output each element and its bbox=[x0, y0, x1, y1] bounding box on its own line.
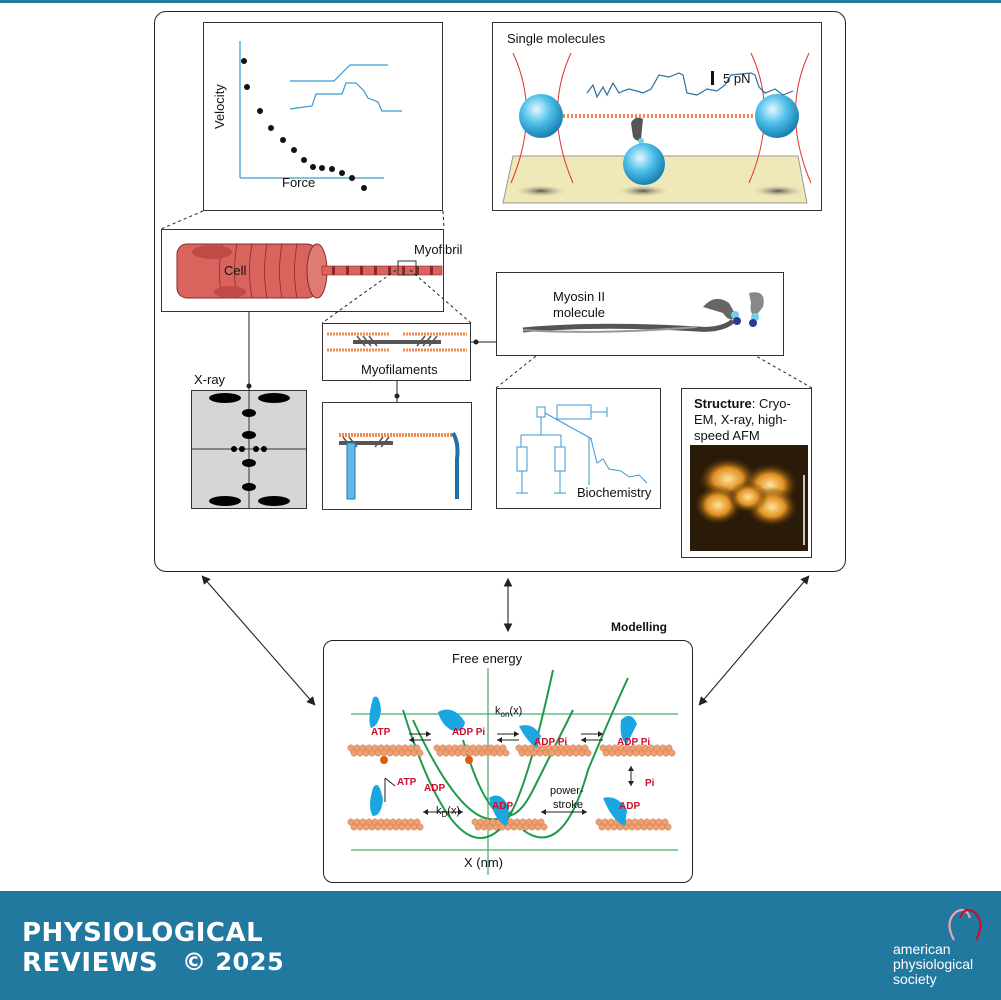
x-axis-label: X (nm) bbox=[464, 855, 503, 870]
adp-label-3: ADP bbox=[619, 801, 641, 812]
myosin-panel: Myosin II molecule bbox=[496, 272, 784, 356]
force-velocity-data-points bbox=[241, 58, 367, 191]
xray-label: X-ray bbox=[194, 372, 226, 387]
actin-monomer bbox=[664, 823, 672, 831]
actin-monomer bbox=[584, 749, 592, 757]
atp-label-2: ATP bbox=[397, 777, 417, 788]
actin-monomer bbox=[540, 823, 548, 831]
cell-panel: Cell Myofibril bbox=[161, 229, 462, 312]
structure-caption-line1: : Cryo- bbox=[751, 396, 791, 411]
afm-image bbox=[690, 445, 808, 551]
actin-monomer bbox=[581, 744, 589, 752]
adp-pi-label-2: ADP Pi bbox=[534, 737, 568, 748]
society-name-line3: society bbox=[893, 971, 937, 987]
top-rule bbox=[0, 0, 1001, 3]
adp-pi-label-3: ADP Pi bbox=[617, 737, 651, 748]
actin-monomer bbox=[413, 818, 421, 826]
velocity-axis-label: Velocity bbox=[212, 84, 227, 129]
actin-monomer bbox=[413, 744, 421, 752]
force-velocity-plot bbox=[239, 41, 402, 191]
myofilaments-panel: Myofilaments bbox=[322, 323, 471, 381]
pi-label: Pi bbox=[645, 778, 655, 789]
kon-label: kon(x) bbox=[495, 705, 523, 720]
optical-trap-diagram bbox=[502, 52, 812, 204]
kd-label: kD(x) bbox=[436, 805, 461, 820]
force-axis-label: Force bbox=[282, 175, 316, 190]
force-velocity-panel: Force Velocity bbox=[203, 22, 443, 211]
actin-filaments-upper bbox=[347, 744, 676, 757]
force-trace bbox=[586, 72, 794, 99]
free-energy-axis-label: Free energy bbox=[452, 651, 523, 666]
actin-monomer bbox=[499, 744, 507, 752]
structure-caption-line2: EM, X-ray, high- bbox=[694, 412, 787, 427]
society-name-line2: physiological bbox=[893, 956, 974, 972]
society-name: american physiological society bbox=[893, 942, 973, 987]
force-scale-label: 5 pN bbox=[723, 71, 751, 86]
actin-monomer bbox=[668, 749, 676, 757]
myosin-label-line1: Myosin II bbox=[553, 289, 606, 304]
xray-diffraction-pattern bbox=[192, 391, 306, 508]
actin-monomer bbox=[537, 818, 545, 826]
structure-caption-line3: speed AFM bbox=[694, 428, 760, 443]
atp-label-1: ATP bbox=[371, 727, 391, 738]
xray-panel bbox=[191, 390, 307, 509]
biochemistry-panel: Biochemistry bbox=[496, 388, 661, 509]
structure-heading: Structure bbox=[694, 396, 752, 411]
single-molecules-panel: Single molecules 5 pN bbox=[492, 22, 822, 211]
myofibril-label: Myofibril bbox=[414, 242, 463, 257]
biochemistry-label: Biochemistry bbox=[577, 485, 652, 500]
myosin-label-line2: molecule bbox=[553, 305, 606, 320]
society-name-line1: american bbox=[893, 941, 951, 957]
myosin-heads bbox=[369, 696, 637, 826]
actin-monomer bbox=[661, 818, 669, 826]
adp-label-2: ADP bbox=[492, 801, 514, 812]
powerstroke-label-line2: stroke bbox=[553, 799, 583, 811]
cell-label: Cell bbox=[224, 263, 247, 278]
trapped-bead-left bbox=[519, 94, 563, 138]
trapped-bead-right bbox=[755, 94, 799, 138]
myofilaments-label: Myofilaments bbox=[361, 362, 438, 377]
structure-panel: Structure: Cryo- EM, X-ray, high- speed … bbox=[681, 388, 812, 558]
copyright-text: © 2025 bbox=[182, 948, 285, 976]
muscle-cell-illustration bbox=[176, 243, 443, 299]
actin-monomer bbox=[665, 744, 673, 752]
powerstroke-label-line1: power- bbox=[550, 785, 584, 797]
fiber-mechanics-panel bbox=[322, 402, 472, 510]
structure-caption: Structure: Cryo- EM, X-ray, high- speed … bbox=[694, 396, 791, 444]
actin-monomer bbox=[416, 749, 424, 757]
stopped-flow-illustration bbox=[516, 404, 648, 494]
actin-monomer bbox=[416, 823, 424, 831]
pedestal-bead bbox=[623, 143, 665, 185]
crossbridge-cycle-diagram bbox=[347, 668, 678, 875]
fiber-mechanics-illustration bbox=[339, 431, 460, 500]
aps-logo-icon bbox=[940, 902, 990, 946]
modelling-title: Modelling bbox=[611, 620, 667, 634]
actin-monomer bbox=[502, 749, 510, 757]
adp-pi-label-1: ADP Pi bbox=[452, 727, 486, 738]
journal-name-line2: REVIEWS bbox=[22, 948, 159, 978]
journal-name-line1: PHYSIOLOGICAL bbox=[22, 918, 264, 948]
free-energy-curves bbox=[402, 669, 629, 839]
journal-footer bbox=[0, 891, 1001, 1000]
myosin-molecule-illustration bbox=[522, 292, 764, 333]
single-molecules-title: Single molecules bbox=[507, 31, 606, 46]
adp-label-1: ADP bbox=[424, 783, 446, 794]
myofilament-illustration bbox=[327, 332, 467, 352]
